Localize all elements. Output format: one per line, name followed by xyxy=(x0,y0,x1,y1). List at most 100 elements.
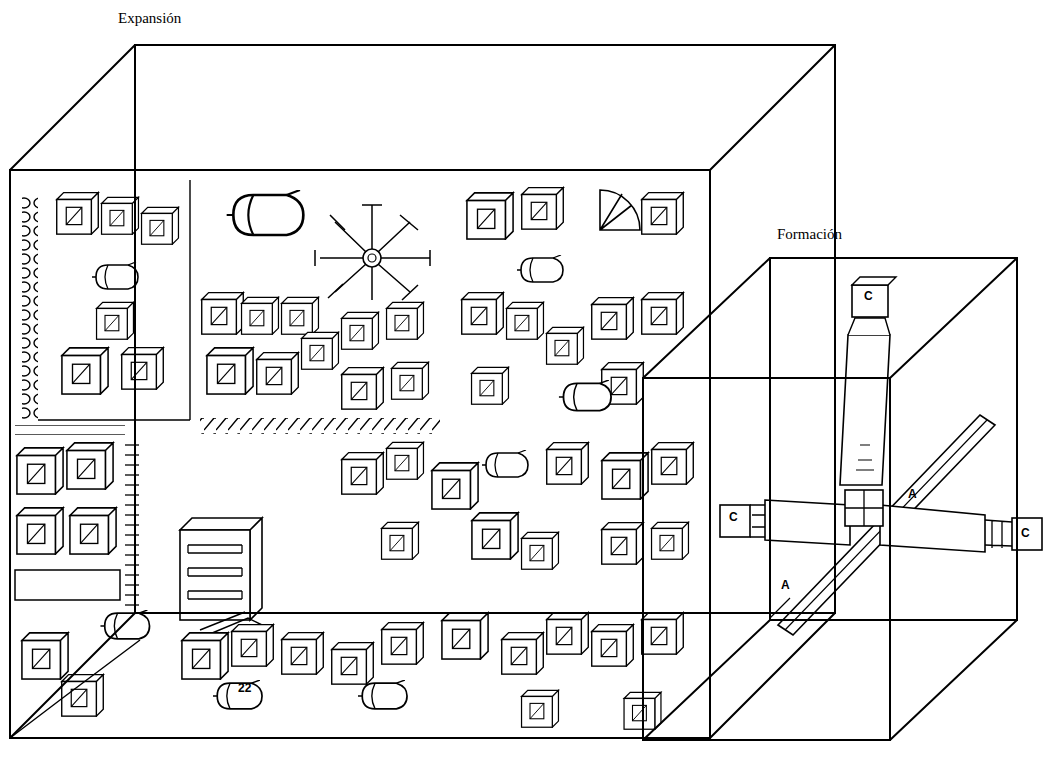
building-block xyxy=(502,633,544,675)
building-block xyxy=(547,613,589,655)
building-block xyxy=(342,368,384,410)
building-block xyxy=(142,207,179,244)
building-front xyxy=(180,530,250,620)
building-faces xyxy=(180,518,262,620)
frame-line xyxy=(38,180,190,420)
tower-cap xyxy=(852,285,888,317)
building-block xyxy=(62,348,108,394)
building-block xyxy=(22,633,68,679)
cube-edges xyxy=(643,258,1017,740)
building-block xyxy=(302,332,339,369)
building-block xyxy=(342,453,384,495)
building-block xyxy=(462,293,504,335)
building-block xyxy=(342,312,379,349)
building-block xyxy=(122,348,164,390)
coil-column xyxy=(22,195,38,419)
slab-block xyxy=(15,570,120,600)
fan-dome xyxy=(600,190,640,230)
building-block xyxy=(332,643,374,685)
building-block xyxy=(547,443,589,485)
building-block xyxy=(642,613,684,655)
cube-edges xyxy=(10,45,835,738)
cube-heading: Expansión xyxy=(118,10,181,27)
part-letter: C xyxy=(864,289,873,303)
building-block xyxy=(97,302,134,339)
capsule-shape xyxy=(92,262,138,289)
building-block xyxy=(207,348,253,394)
building-block xyxy=(652,443,694,485)
radial-star xyxy=(315,205,430,300)
building-block xyxy=(592,625,634,667)
building-block xyxy=(467,193,513,239)
building-block xyxy=(472,513,518,559)
building-block xyxy=(17,508,63,554)
building-block xyxy=(232,625,274,667)
diagonal-wire xyxy=(10,640,140,738)
building-block xyxy=(522,188,564,230)
formation-sketch xyxy=(720,277,1042,635)
core-cell xyxy=(845,490,883,526)
wireframe-cube: Formación xyxy=(641,226,1052,742)
building-block xyxy=(442,613,488,659)
capsule-shape xyxy=(517,255,563,282)
building-block xyxy=(67,443,113,489)
building-block xyxy=(522,532,559,569)
ladder-column xyxy=(125,440,139,620)
building-block xyxy=(242,297,279,334)
left-cap xyxy=(720,505,750,537)
building-block xyxy=(642,193,684,235)
building-bars xyxy=(188,545,242,599)
capsule-shape xyxy=(358,680,407,709)
left-joint xyxy=(750,505,765,537)
part-letter: A xyxy=(908,487,917,501)
building-block xyxy=(182,633,228,679)
cube-heading: Formación xyxy=(777,226,842,243)
building-block xyxy=(17,448,63,494)
building-block xyxy=(202,293,244,335)
part-letter: A xyxy=(781,578,790,592)
building-block xyxy=(472,367,509,404)
tower-grid xyxy=(856,445,874,470)
part-letter: C xyxy=(1021,526,1030,540)
right-joint xyxy=(985,520,1012,548)
capsule-shape xyxy=(482,450,528,477)
tower-neck xyxy=(848,318,890,335)
building-block xyxy=(392,362,429,399)
left-arm xyxy=(765,500,850,545)
cube-outline xyxy=(8,8,838,740)
part-letter: C xyxy=(729,510,738,524)
building-block xyxy=(602,453,648,499)
building-block xyxy=(282,297,319,334)
building-block xyxy=(507,302,544,339)
building-block xyxy=(642,293,684,335)
building-block xyxy=(522,690,559,727)
capsule-shape xyxy=(227,190,304,235)
building-block xyxy=(652,522,689,559)
building-block xyxy=(592,298,634,340)
building-block xyxy=(282,633,324,675)
building-block xyxy=(547,327,584,364)
core-grid xyxy=(845,490,883,526)
building-block xyxy=(102,197,139,234)
part-letter: 22 xyxy=(238,681,251,695)
zigzag-row xyxy=(200,418,440,434)
building-block xyxy=(70,508,116,554)
building-block xyxy=(257,353,299,395)
building-block xyxy=(387,442,424,479)
building-block xyxy=(602,523,644,565)
capsule-shape xyxy=(559,380,611,411)
tower-shaft xyxy=(840,335,890,485)
star-tips xyxy=(315,205,430,300)
star-hub-inner xyxy=(368,254,376,262)
star-spokes xyxy=(320,205,430,300)
building-block xyxy=(382,623,424,665)
wireframe-cube: Expansión xyxy=(8,8,838,740)
ladder-row xyxy=(15,425,125,435)
building-block xyxy=(57,193,99,235)
right-arm xyxy=(880,505,985,552)
building-block xyxy=(382,522,419,559)
central-building xyxy=(180,518,262,636)
building-block xyxy=(387,302,424,339)
